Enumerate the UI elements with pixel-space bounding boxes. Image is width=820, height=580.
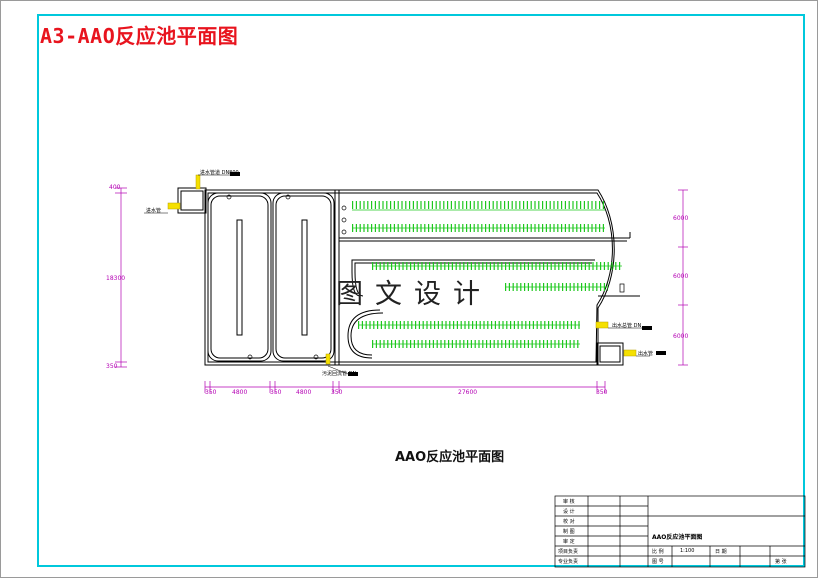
selector-chambers (207, 190, 340, 365)
tb-row-label-2: 校 对 (563, 519, 575, 525)
note-outlet-lower: 出水管 (638, 351, 654, 357)
inlet-box-left (177, 187, 207, 214)
tb-bottom-label-3: 第 张 (775, 559, 787, 565)
outlet-box-right (596, 342, 624, 366)
tb-row-label-4: 审 定 (563, 539, 575, 545)
pipe-fittings (167, 174, 637, 365)
tb-row-label-1: 设 计 (563, 509, 575, 515)
valve-symbols (226, 194, 625, 360)
tb-row-label-3: 制 图 (563, 529, 575, 535)
inner-drawing-frame (37, 14, 805, 567)
tb-bottom-label-1: 图 号 (652, 559, 664, 565)
tb-row-label-5: 项目负责 (558, 549, 579, 555)
note-inlet-left: 进水管 (146, 208, 162, 214)
sheet-title: A3-AAO反应池平面图 (40, 24, 239, 48)
dim-vr-1: 6000 (673, 273, 689, 280)
dim-h-1: 4800 (232, 389, 248, 396)
title-block (554, 495, 806, 568)
note-sludge-return: 污泥回流管 DN (322, 371, 357, 377)
dim-v-0: 400 (109, 184, 121, 191)
dim-vr-2: 6000 (673, 333, 689, 340)
tank-outline (204, 189, 615, 366)
note-tags (230, 172, 666, 376)
watermark-text: 图文设计 (336, 279, 492, 310)
note-outlet-upper: 出水总管 DN (612, 323, 642, 329)
dimension-lines (115, 187, 688, 393)
dim-h-5: 27600 (458, 389, 478, 396)
dim-h-0: 350 (205, 389, 217, 396)
plan-title: AAO反应池平面图 (395, 450, 505, 465)
diffuser-grid (352, 201, 622, 348)
dim-h-6: 350 (596, 389, 608, 396)
dim-h-2: 350 (270, 389, 282, 396)
note-leaders (144, 174, 650, 375)
note-inlet-top: 进水管道 DN800 (200, 170, 239, 176)
tb-bottom-label-0: 比 例 (652, 549, 664, 555)
dim-v-2: 350 (106, 363, 118, 370)
tb-row-label-0: 审 核 (563, 499, 575, 505)
dim-vr-0: 6000 (673, 215, 689, 222)
dim-h-4: 350 (331, 389, 343, 396)
dim-v-1: 18300 (106, 275, 126, 282)
baffle-walls (339, 232, 640, 359)
tb-scale-value: 1:100 (680, 548, 695, 554)
tb-row-label-6: 专业负责 (558, 559, 579, 565)
tb-drawing-name: AAO反应池平面图 (652, 534, 703, 541)
dim-h-3: 4800 (296, 389, 312, 396)
tb-bottom-label-2: 日 期 (715, 549, 727, 555)
diffuser-row-1 (352, 201, 605, 211)
